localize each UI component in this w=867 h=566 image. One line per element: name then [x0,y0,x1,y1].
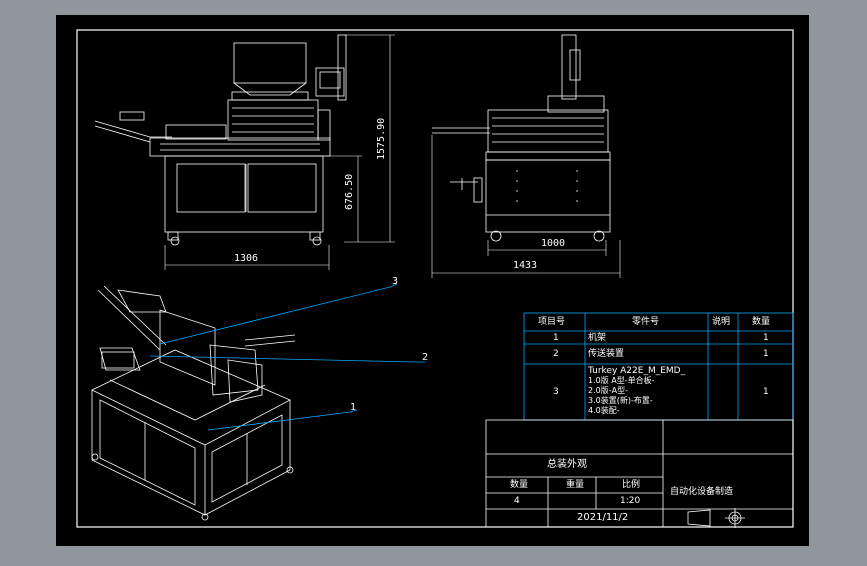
side-view [432,34,611,242]
parts-row-3-part-line-3: 2.0版-A型- [588,386,628,395]
parts-row-3-part-line-2: 1.0版 A型-单合板- [588,376,655,385]
isometric-view [91,285,296,521]
parts-row-2-item: 2 [553,349,559,359]
parts-row-1-qty: 1 [763,333,769,343]
parts-row-3-item: 3 [553,387,559,397]
balloon-leaders [149,283,425,431]
parts-header-desc: 说明 [712,317,731,327]
title-company: 自动化设备制造 [670,487,734,497]
projection-symbol [687,508,745,528]
parts-row-1-part: 机架 [588,333,607,343]
parts-header-qty: 数量 [752,317,771,327]
parts-row-2-qty: 1 [763,349,769,359]
title-scale-value: 1:20 [620,496,641,506]
title-qty-value: 4 [514,496,520,506]
dimension-front-mid-height: 676.50 [344,173,355,210]
parts-header-item: 项目号 [538,317,566,327]
title-date: 2021/11/2 [577,512,629,523]
dimension-front-width: 1306 [234,253,259,264]
title-drawing-name: 总装外观 [547,459,587,470]
dimension-front-height: 1575.90 [376,117,387,160]
title-label-weight: 重量 [566,480,585,490]
parts-row-3-qty: 1 [763,387,769,397]
parts-header-part: 零件号 [632,317,660,327]
balloon-1: 1 [350,402,357,413]
dimension-side-total-width: 1433 [513,260,538,271]
parts-row-3-part-line-5: 4.0装配- [588,406,620,415]
title-label-qty: 数量 [510,480,529,490]
side-dimension-lines [431,135,621,278]
dimension-side-inner-width: 1000 [541,238,566,249]
front-view [94,34,347,246]
title-block-grid [485,419,794,528]
parts-row-3-part-line-1: Turkey A22E_M_EMD_ [588,366,686,376]
drawing-border [76,29,794,528]
balloon-2: 2 [422,352,429,363]
balloon-3: 3 [392,276,399,287]
front-dimension-lines [164,34,395,270]
parts-row-1-item: 1 [553,333,559,343]
parts-row-3-part-line-4: 3.0装置(新)-布置- [588,396,653,405]
sheet-background [56,15,809,546]
parts-row-2-part: 传送装置 [588,349,625,359]
title-label-scale: 比例 [622,480,641,490]
